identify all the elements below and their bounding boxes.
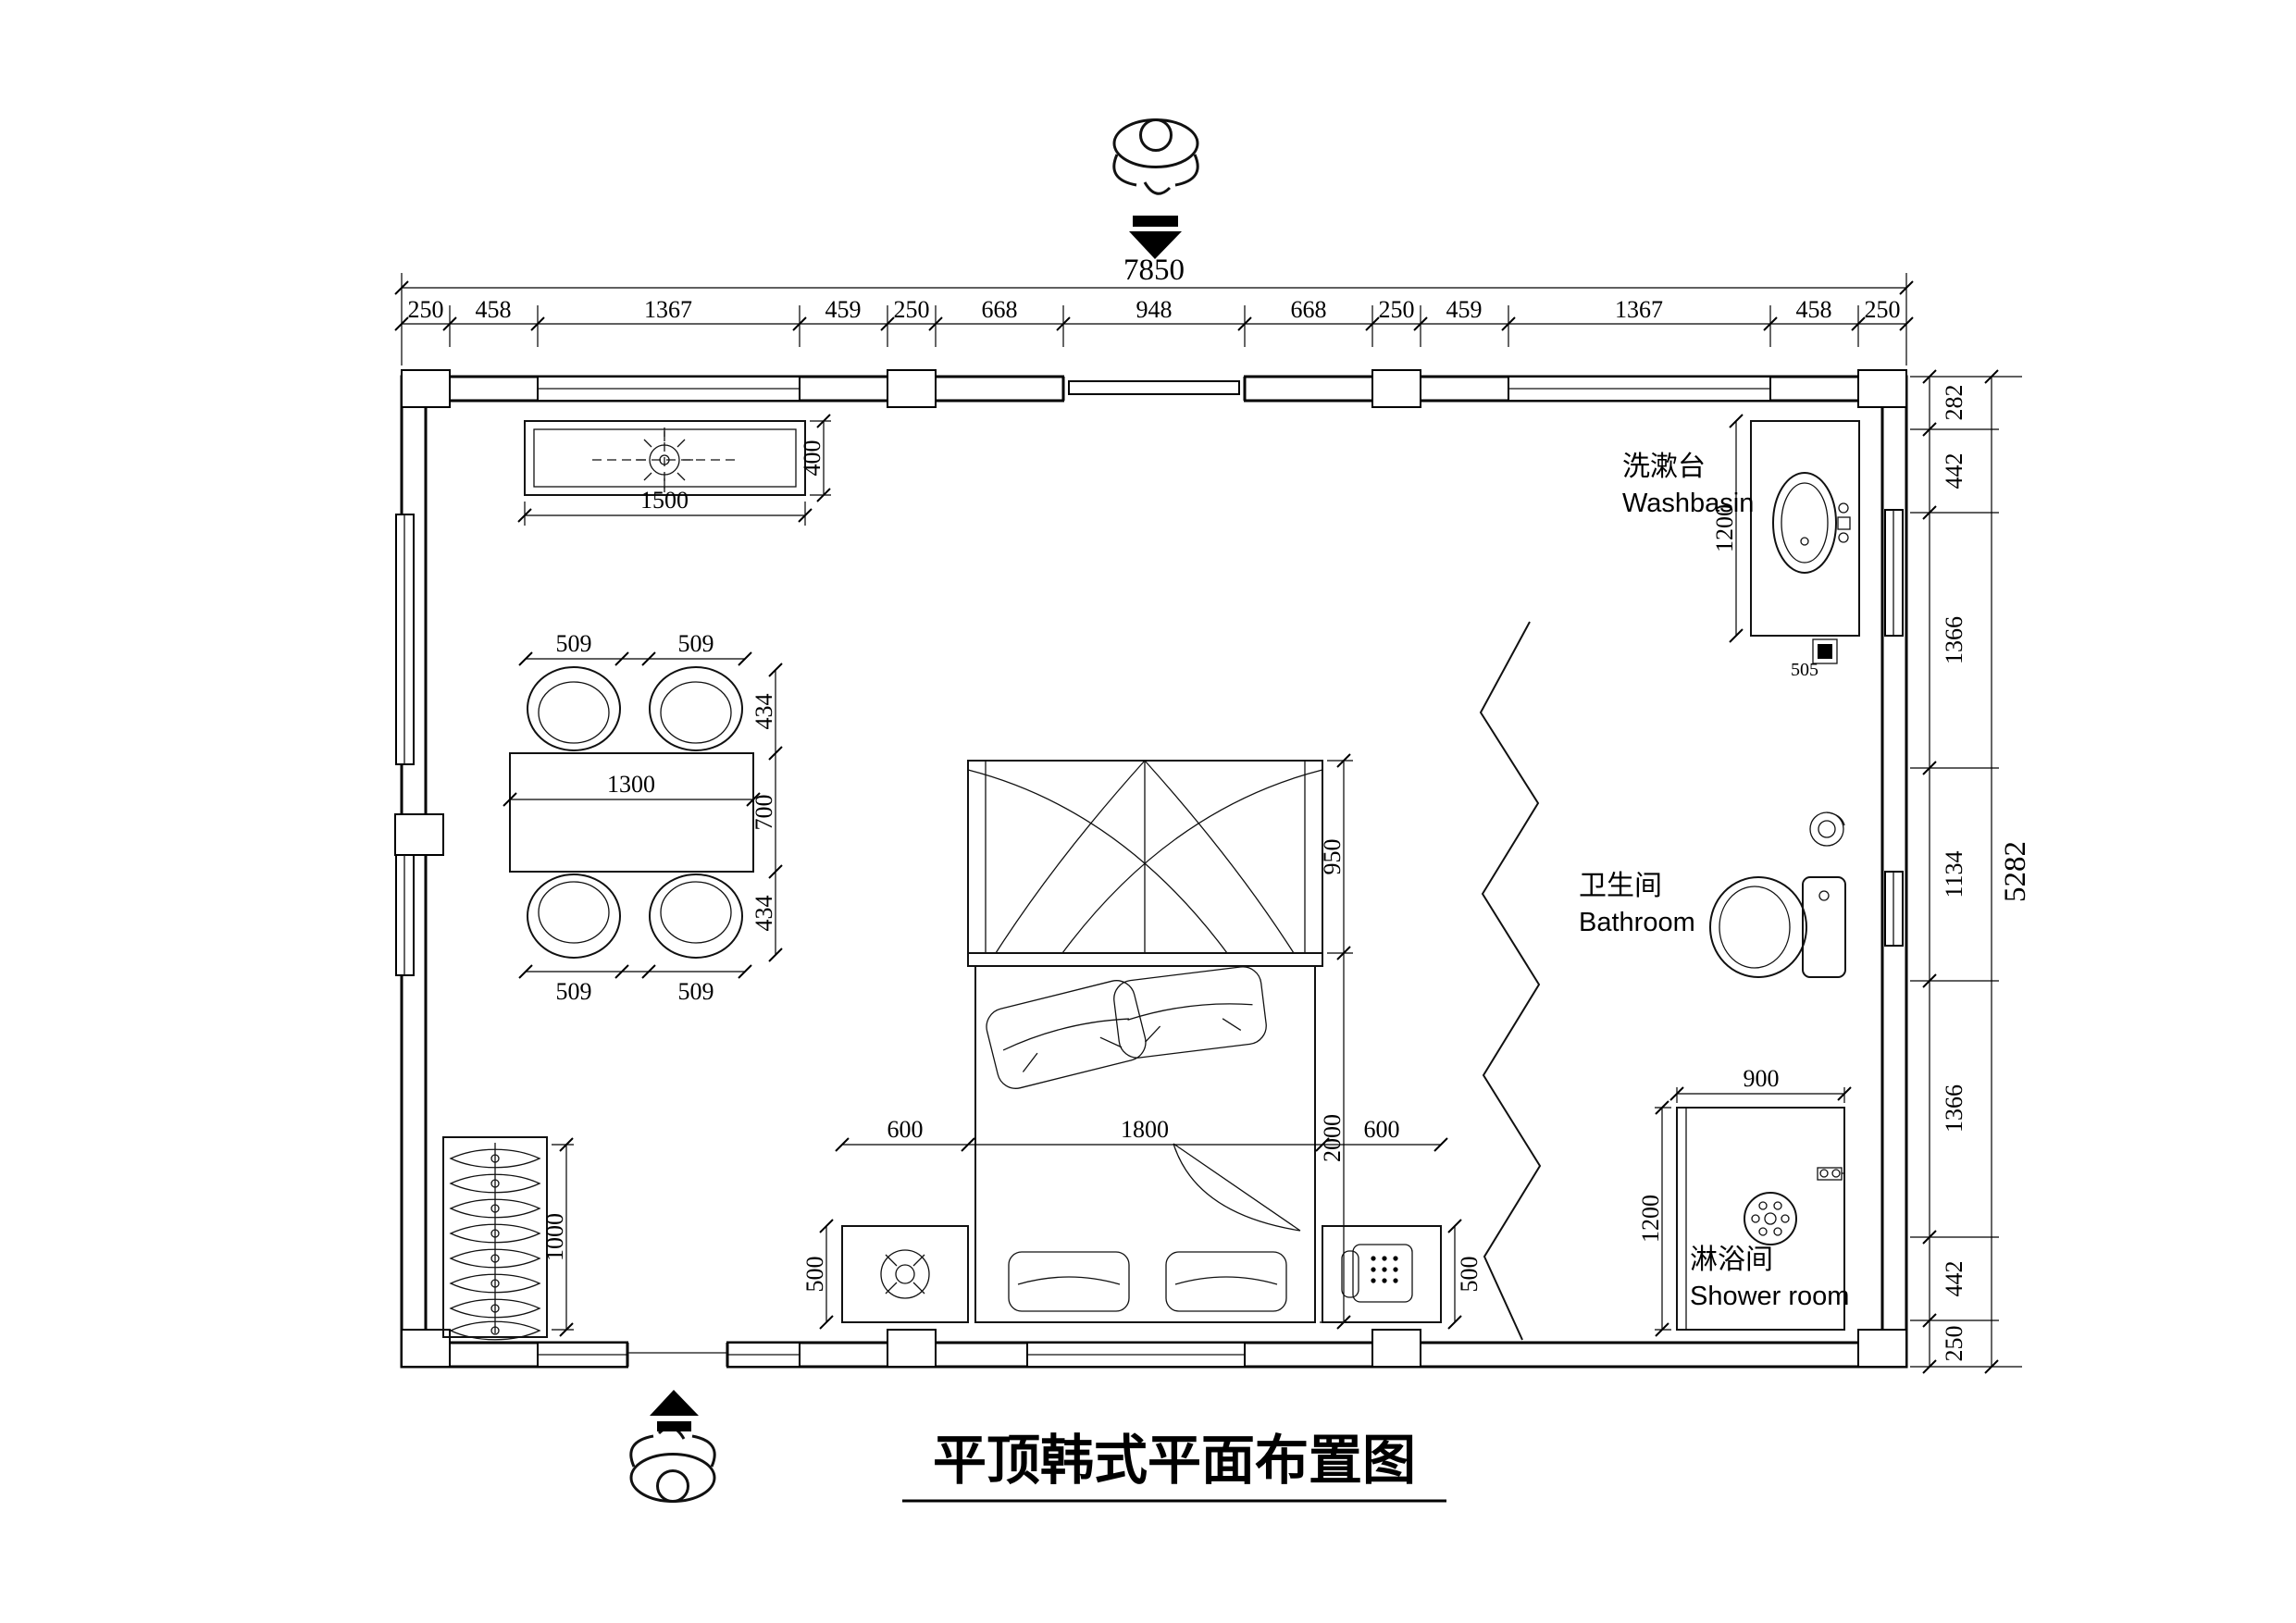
dim-ns-left: 500	[801, 1257, 828, 1293]
dim-bed-w: 1800	[1121, 1116, 1169, 1143]
person-top-icon	[1112, 118, 1199, 195]
wall-pillars	[394, 369, 1907, 1368]
dim-bed-len: 2000	[1319, 1114, 1346, 1162]
shower-drain-icon	[1744, 1192, 1797, 1245]
table-lamp-icon	[880, 1249, 930, 1299]
window-bottom-right	[1026, 1342, 1246, 1368]
dim-ns-right: 500	[1456, 1257, 1483, 1293]
dim-chair-side-2: 700	[751, 795, 777, 831]
window-right-upper	[1884, 509, 1904, 637]
dim-bed-left: 600	[887, 1116, 924, 1143]
dim-light-w: 1500	[640, 487, 689, 514]
sink-icon	[1772, 472, 1851, 574]
dim-top-seg-1: 458	[476, 296, 512, 323]
shower-room: 900 1200	[1637, 1065, 1852, 1337]
dim-top-seg-9: 459	[1446, 296, 1483, 323]
dining-chair	[649, 873, 743, 959]
zigzag-partition	[1479, 621, 1542, 1341]
dim-top-seg-4: 250	[894, 296, 930, 323]
plan-title: 平顶韩式平面布置图	[933, 1431, 1416, 1491]
dim-light-h: 400	[799, 440, 825, 477]
dining-chair	[527, 873, 621, 959]
dim-chair-bottom-2: 509	[678, 978, 714, 1005]
dim-top-total: 7850	[1123, 254, 1185, 287]
dim-top-seg-5: 668	[982, 296, 1018, 323]
window-right-lower	[1884, 871, 1904, 947]
dim-top-seg-3: 459	[825, 296, 862, 323]
ceiling-light: 1500 400	[517, 414, 831, 526]
window-left-upper	[395, 514, 415, 765]
wardrobe: 1000	[442, 1136, 574, 1341]
hanging-clothes-icon	[449, 1148, 541, 1341]
person-bottom-icon	[629, 1426, 716, 1503]
dining-chair	[649, 666, 743, 751]
washbasin-label-zh: 洗漱台	[1622, 452, 1706, 482]
dim-wardrobe-h: 1000	[541, 1213, 568, 1261]
dim-right-total: 5282	[1999, 841, 2032, 902]
dim-right-seg-5: 442	[1941, 1261, 1967, 1297]
dim-bed-head: 950	[1319, 839, 1346, 875]
dim-top-seg-10: 1367	[1615, 296, 1663, 323]
floor-drain-icon	[1812, 638, 1838, 664]
outer-wall	[394, 369, 1908, 1369]
dim-right-seg-4: 1366	[1941, 1084, 1967, 1133]
toilet-paper-roll	[1809, 812, 1845, 847]
dim-top-seg-12: 250	[1865, 296, 1901, 323]
dim-basin-d: 1200	[1711, 504, 1738, 552]
entrance-top	[1061, 374, 1247, 403]
dining-set: 1300 509 509 509 509 434 700 434	[503, 630, 783, 1005]
dim-top-seg-7: 668	[1291, 296, 1327, 323]
dim-right-seg-1: 442	[1941, 453, 1967, 489]
nightstand-left: 500	[801, 1219, 969, 1330]
shower-mixer-icon	[1817, 1167, 1844, 1181]
bathroom-label-en: Bathroom	[1579, 908, 1695, 937]
window-left-lower	[395, 854, 415, 976]
washbasin-label-en: Washbasin	[1622, 489, 1754, 518]
dim-right-seg-2: 1366	[1941, 616, 1967, 664]
dim-top-seg-8: 250	[1379, 296, 1415, 323]
window-top-left	[537, 376, 800, 402]
bed: 600 1800 600 950 2000	[835, 753, 1448, 1330]
right-dimension-chain: 282 442 1366 1134 1366 442 250 5282	[1910, 369, 2032, 1374]
pillow	[1113, 966, 1267, 1059]
shower-label-zh: 淋浴间	[1690, 1245, 1773, 1275]
entry-arrow-top-icon	[1129, 216, 1182, 259]
pillow	[986, 980, 1147, 1089]
fan-light-icon	[636, 431, 693, 489]
dim-right-seg-6: 250	[1941, 1326, 1967, 1362]
toilet	[1709, 876, 1846, 978]
dining-chair	[527, 666, 621, 751]
dim-right-seg-3: 1134	[1941, 850, 1967, 898]
foot-cushion	[1008, 1251, 1130, 1312]
shower-label-en: Shower room	[1690, 1282, 1849, 1311]
top-dimension-chain: 7850 250 458 1367 459 250 668 948 668 25…	[394, 254, 1914, 365]
room-labels: 洗漱台 Washbasin 卫生间 Bathroom 淋浴间 Shower ro…	[1579, 452, 1849, 1311]
dim-table-w: 1300	[607, 771, 655, 798]
washbasin-counter: 505 1200	[1711, 414, 1860, 680]
dim-shower-d: 1200	[1637, 1195, 1664, 1243]
entry-arrow-bottom-icon	[650, 1390, 699, 1431]
dim-chair-bottom-1: 509	[556, 978, 592, 1005]
dim-top-seg-0: 250	[408, 296, 444, 323]
plan-title-block: 平顶韩式平面布置图	[902, 1431, 1446, 1503]
telephone-icon	[1341, 1244, 1413, 1303]
bathroom-label-zh: 卫生间	[1579, 871, 1662, 901]
window-top-right	[1508, 376, 1771, 402]
dim-chair-top-2: 509	[678, 630, 714, 657]
dim-bed-right: 600	[1364, 1116, 1400, 1143]
foot-cushion	[1165, 1251, 1287, 1312]
dim-basin-drain: 505	[1791, 660, 1818, 680]
dim-top-seg-2: 1367	[644, 296, 692, 323]
nightstand-right: 500	[1322, 1219, 1483, 1330]
dim-shower-w: 900	[1744, 1065, 1780, 1092]
entrance-bottom	[626, 1341, 729, 1369]
dim-top-seg-6: 948	[1136, 296, 1173, 323]
dim-chair-top-1: 509	[556, 630, 592, 657]
dim-top-seg-11: 458	[1796, 296, 1832, 323]
dim-chair-side-3: 434	[751, 896, 777, 932]
dim-right-seg-0: 282	[1941, 385, 1967, 421]
dim-chair-side-1: 434	[751, 694, 777, 730]
